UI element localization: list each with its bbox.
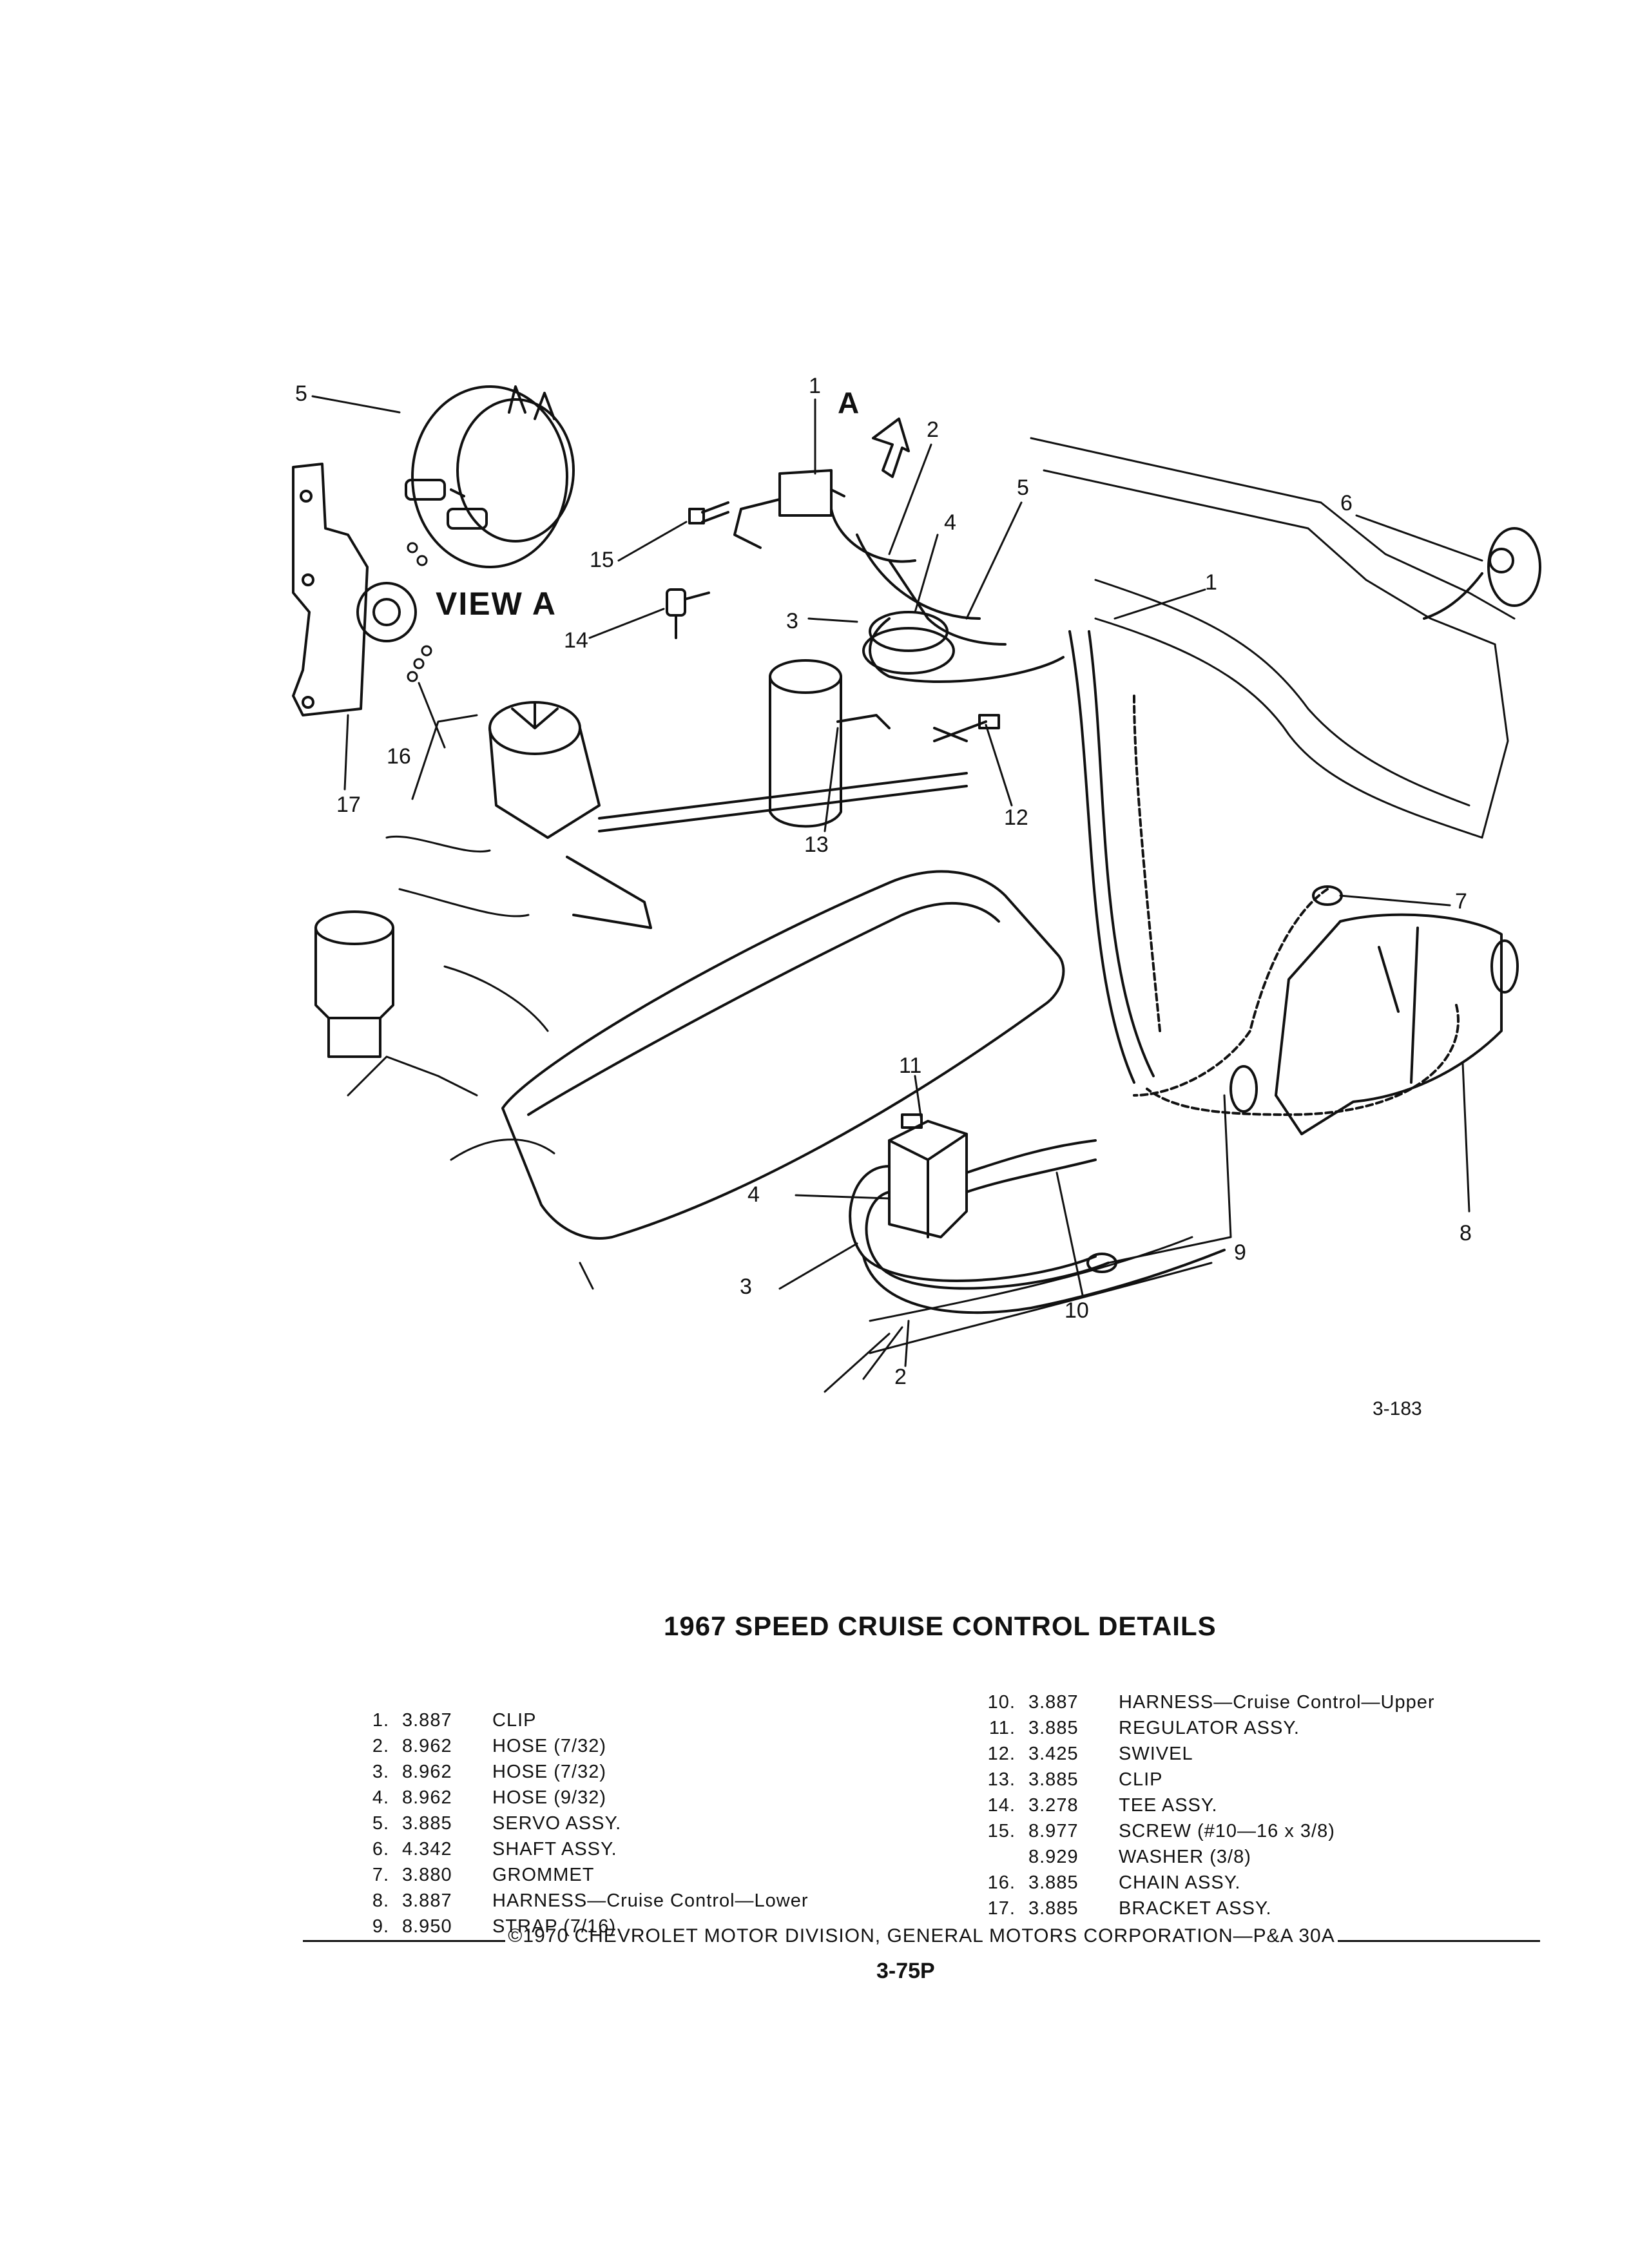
- callout-4: 4: [747, 1182, 760, 1207]
- throttle-rod: [598, 714, 968, 832]
- copyright-line: ©1970 CHEVROLET MOTOR DIVISION, GENERAL …: [303, 1925, 1540, 1947]
- upper-harness-route: [1068, 630, 1155, 1084]
- callout-1: 1: [809, 374, 821, 398]
- view-direction-label: A: [838, 386, 860, 419]
- callout-2: 2: [894, 1365, 907, 1389]
- transmission-housing: [1275, 913, 1519, 1135]
- shaft-assembly: [1423, 527, 1541, 620]
- bracket-view-a: [292, 463, 417, 716]
- callout-9: 9: [1234, 1240, 1246, 1265]
- page-title: 1967 SPEED CRUISE CONTROL DETAILS: [664, 1611, 1217, 1641]
- callout-10: 10: [1065, 1298, 1089, 1323]
- chain-view-a: [407, 542, 432, 682]
- callout-6: 6: [1340, 491, 1353, 515]
- firewall-outline: [1030, 437, 1516, 839]
- leader-lines: [311, 395, 1483, 1393]
- throttle-bracket: [733, 469, 916, 563]
- figure-number: 3-183: [1373, 1398, 1422, 1419]
- divider: [303, 1940, 506, 1942]
- callout-3: 3: [740, 1274, 752, 1299]
- direction-arrow: [872, 418, 910, 478]
- callout-8: 8: [1460, 1221, 1472, 1245]
- swivel: [933, 714, 1000, 742]
- callout-15: 15: [590, 548, 614, 572]
- tee-assembly: [666, 588, 710, 639]
- servo-assembly-view-a: [405, 385, 575, 568]
- harness-straps: [1086, 1065, 1258, 1273]
- copyright-text: ©1970 CHEVROLET MOTOR DIVISION, GENERAL …: [508, 1925, 1335, 1946]
- engine-block: [347, 714, 1213, 1354]
- divider: [1337, 1940, 1540, 1942]
- oil-filler-cap: [314, 910, 394, 1058]
- callout-16: 16: [387, 744, 411, 769]
- page-number: 3-75P: [876, 1959, 935, 1983]
- callout-12: 12: [1004, 805, 1028, 830]
- callout-5: 5: [295, 381, 307, 406]
- callout-3: 3: [786, 609, 798, 633]
- callout-1: 1: [1205, 570, 1217, 595]
- callout-14: 14: [564, 628, 588, 653]
- callout-11: 11: [899, 1053, 922, 1078]
- lower-harness-route: [1133, 695, 1460, 1116]
- callout-13: 13: [804, 832, 829, 857]
- regulator-assembly: [888, 1113, 968, 1238]
- callout-7: 7: [1455, 889, 1467, 914]
- engine-cruise-control-diagram: [292, 385, 1541, 1393]
- lower-hoses: [849, 1139, 1226, 1314]
- valve-cover: [501, 870, 1065, 1240]
- callout-2: 2: [927, 418, 939, 442]
- callout-4: 4: [944, 510, 956, 535]
- vacuum-hose-upper: [856, 533, 1065, 684]
- ignition-coil: [769, 659, 842, 828]
- view-a-label: VIEW A: [436, 586, 557, 622]
- callout-5: 5: [1017, 476, 1029, 500]
- callout-17: 17: [336, 793, 361, 817]
- screw: [688, 501, 729, 524]
- carburetor: [488, 701, 652, 929]
